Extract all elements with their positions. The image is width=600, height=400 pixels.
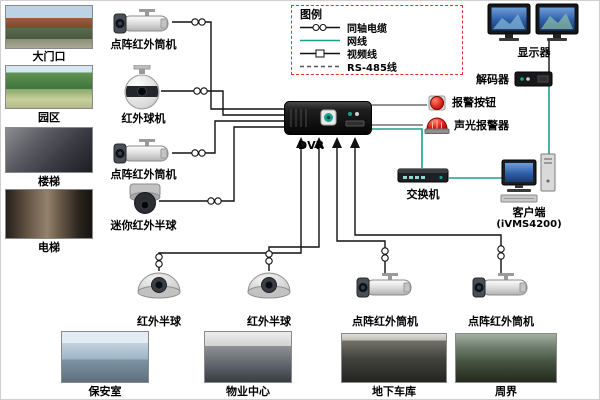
label-stairs: 楼梯 (38, 175, 60, 188)
photo-main-gate (5, 5, 93, 49)
legend-title: 图例 (300, 8, 322, 21)
label-bullet-camera-3: 点阵红外筒机 (352, 315, 418, 328)
alarm-button-icon (428, 95, 446, 111)
label-bullet-camera-4: 点阵红外筒机 (468, 315, 534, 328)
dual-monitor-icon (487, 3, 579, 41)
photo-underground-garage (341, 333, 447, 383)
legend-item-label: RS-485线 (347, 63, 397, 74)
label-main-gate: 大门口 (32, 50, 66, 63)
bullet-camera-icon-3 (356, 273, 412, 298)
coax-line-cam3-dvr (172, 120, 284, 154)
label-bullet-camera-1: 点阵红外筒机 (110, 38, 177, 51)
label-park: 园区 (38, 111, 60, 124)
label-monitors: 显示器 (517, 46, 551, 59)
arrowheads-into-dvr (296, 137, 360, 148)
coax-connector-symbols (155, 18, 505, 268)
photo-perimeter (455, 333, 557, 383)
photo-elevator (5, 189, 93, 239)
label-alarm-button: 报警按钮 (452, 96, 496, 109)
coax-line-cam4-dvr (159, 126, 284, 202)
video-cable-symbol-icon (300, 49, 340, 58)
bullet-camera-icon-2 (113, 139, 169, 164)
network-line-dvr-switch (372, 128, 423, 168)
legend-item-network: 网线 (300, 34, 456, 48)
network-cable-symbol-icon (300, 39, 340, 42)
legend-item-label: 网线 (347, 37, 367, 48)
coax-line-cam2-dvr (161, 90, 284, 116)
label-mini-dome-camera: 迷你红外半球 (110, 219, 177, 232)
label-switch: 交换机 (406, 188, 440, 201)
coax-line-bullet3-dvr (336, 148, 386, 273)
label-perimeter: 周界 (495, 385, 517, 398)
photo-guard-room (61, 331, 149, 383)
label-client-sub: (iVMS4200) (496, 219, 562, 230)
siren-icon (424, 117, 450, 134)
label-underground-garage: 地下车库 (372, 385, 416, 398)
label-guard-room: 保安室 (88, 385, 122, 398)
ptz-dome-camera-icon (124, 65, 160, 110)
label-half-dome-2: 红外半球 (247, 315, 291, 328)
dvr-device (284, 101, 372, 135)
coax-cable-symbol-icon (300, 24, 340, 31)
decoder-device (514, 71, 553, 87)
legend-item-label: 同轴电缆 (347, 24, 387, 35)
legend: 图例 同轴电缆 网线 视频线 RS-485线 (291, 5, 463, 75)
half-dome-camera-icon-2 (247, 272, 291, 299)
photo-park (5, 65, 93, 109)
legend-item-label: 视频线 (347, 50, 377, 61)
legend-item-rs485: RS-485线 (300, 60, 456, 74)
photo-property-center (204, 331, 292, 383)
mini-dome-camera-icon (129, 183, 161, 214)
dvr-label: DVR (297, 139, 325, 152)
coax-line-cam1-dvr (172, 21, 284, 110)
legend-item-video: 视频线 (300, 47, 456, 61)
label-elevator: 电梯 (38, 241, 60, 254)
label-bullet-camera-2: 点阵红外筒机 (110, 168, 177, 181)
label-client: 客户端 (512, 206, 546, 219)
half-dome-camera-icon-1 (137, 272, 181, 299)
coax-line-dome1-dvr (158, 148, 302, 271)
legend-item-coax: 同轴电缆 (300, 21, 456, 35)
client-workstation-icon (500, 153, 556, 203)
label-ptz-dome-camera: 红外球机 (121, 112, 166, 125)
label-half-dome-1: 红外半球 (137, 315, 181, 328)
label-property-center: 物业中心 (226, 385, 270, 398)
label-siren: 声光报警器 (454, 119, 509, 132)
label-decoder: 解码器 (476, 73, 509, 86)
network-switch-device (397, 168, 449, 183)
bullet-camera-icon-4 (472, 273, 528, 298)
bullet-camera-icon-1 (113, 9, 169, 34)
photo-stairs (5, 127, 93, 173)
rs485-line-symbol-icon (300, 65, 340, 68)
